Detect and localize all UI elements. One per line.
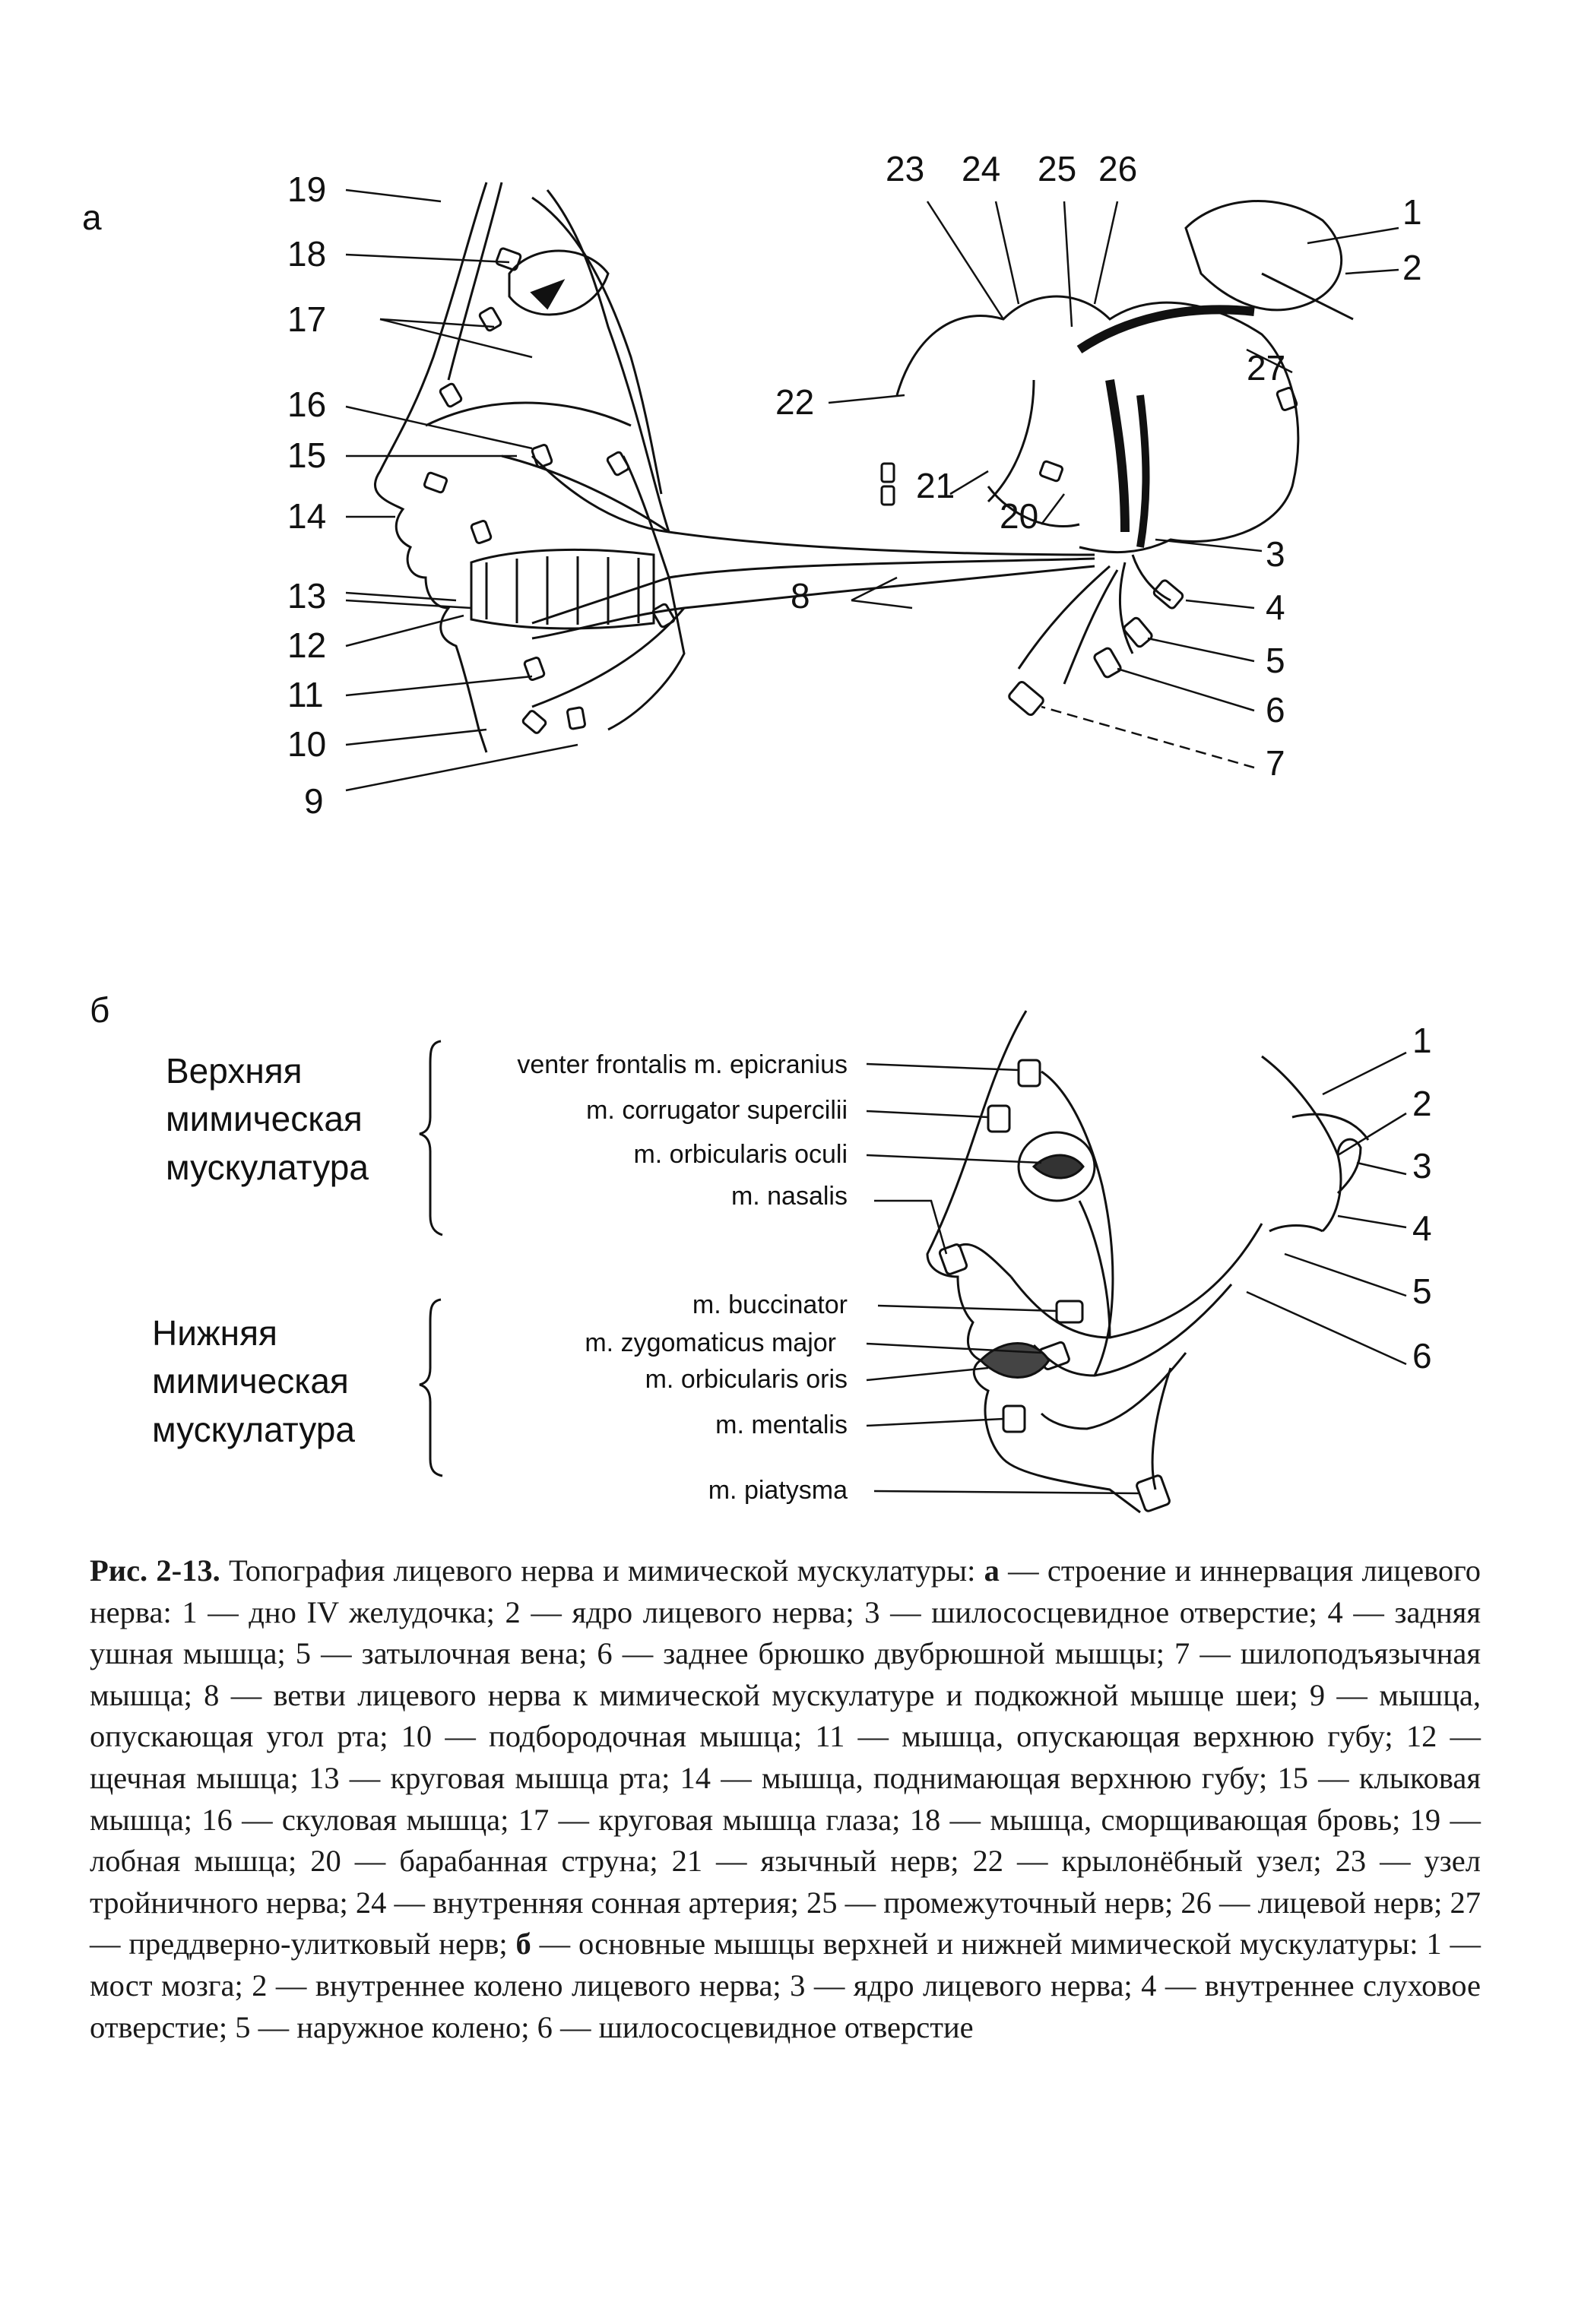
panel-a-middle-numbers: 22 21 20 8 (775, 382, 1038, 616)
label-9: 9 (304, 781, 324, 821)
label-19: 19 (287, 169, 326, 209)
panel-b-right-numbers: 1 2 3 4 5 6 (1412, 1021, 1432, 1376)
upper-muscle-list: venter frontalis m. epicranius m. corrug… (517, 1050, 848, 1211)
panel-a-label: а (82, 198, 102, 237)
label-14: 14 (287, 496, 326, 536)
label-7: 7 (1266, 743, 1285, 783)
svg-text:мускулатура: мускулатура (152, 1410, 355, 1449)
b-label-1: 1 (1412, 1021, 1432, 1060)
caption-title: Топография лицевого нерва и мимической м… (220, 1553, 984, 1588)
label-13: 13 (287, 576, 326, 616)
label-22: 22 (775, 382, 814, 422)
panel-b-label: б (90, 990, 109, 1030)
label-21: 21 (916, 466, 955, 505)
label-10: 10 (287, 724, 326, 764)
muscle-corrugator: m. corrugator supercilii (586, 1096, 848, 1125)
label-1: 1 (1402, 192, 1422, 232)
label-15: 15 (287, 435, 326, 475)
svg-text:мимическая: мимическая (166, 1099, 363, 1138)
label-4: 4 (1266, 587, 1285, 627)
caption-body-a: — строение и иннервация лицевого нерва: … (90, 1553, 1481, 1961)
label-5: 5 (1266, 641, 1285, 680)
label-18: 18 (287, 234, 326, 274)
muscle-orbicularis-oris: m. orbicularis oris (645, 1365, 848, 1394)
label-11: 11 (287, 675, 324, 714)
panel-a-face-drawing (374, 182, 1354, 753)
b-label-2: 2 (1412, 1084, 1432, 1123)
muscle-zygomaticus-major: m. zygomaticus major (585, 1328, 836, 1357)
panel-b-leader-lines (866, 1051, 1407, 1495)
label-16: 16 (287, 385, 326, 424)
muscle-mentalis: m. mentalis (715, 1411, 848, 1439)
label-20: 20 (1000, 496, 1038, 536)
label-6: 6 (1266, 690, 1285, 730)
lower-group-label: Нижняя мимическая мускулатура (152, 1313, 355, 1449)
panel-b-drawing (926, 1010, 1370, 1514)
caption-figure-number: Рис. 2-13. (90, 1553, 220, 1588)
figure-caption: Рис. 2-13. Топография лицевого нерва и м… (90, 1550, 1481, 2048)
svg-text:мимическая: мимическая (152, 1361, 349, 1401)
label-8: 8 (791, 576, 810, 616)
upper-group-label: Верхняя мимическая мускулатура (166, 1051, 369, 1187)
svg-text:Верхняя: Верхняя (166, 1051, 303, 1091)
panel-a-left-numbers: 19 18 17 16 15 14 13 12 11 10 9 (287, 169, 326, 821)
caption-body-b: — основные мышцы верхней и нижней мимиче… (90, 1927, 1481, 2044)
label-23: 23 (886, 149, 924, 188)
label-26: 26 (1098, 149, 1137, 188)
b-label-5: 5 (1412, 1271, 1432, 1311)
label-27: 27 (1247, 348, 1285, 388)
muscle-frontalis: venter frontalis m. epicranius (517, 1050, 848, 1079)
caption-marker-a: а (984, 1553, 1000, 1588)
muscle-nasalis: m. nasalis (731, 1182, 848, 1211)
muscle-platysma: m. piatysma (708, 1476, 848, 1505)
label-25: 25 (1038, 149, 1076, 188)
label-2: 2 (1402, 248, 1422, 287)
label-24: 24 (962, 149, 1000, 188)
caption-marker-b: б (515, 1927, 531, 1961)
panel-b-braces (419, 1040, 443, 1477)
label-17: 17 (287, 299, 326, 339)
panel-a-leader-lines (345, 188, 1399, 792)
muscle-buccinator: m. buccinator (692, 1290, 848, 1319)
lower-muscle-list: m. buccinator m. zygomaticus major m. or… (585, 1290, 848, 1505)
b-label-6: 6 (1412, 1336, 1432, 1376)
panel-a-right-numbers: 1 2 27 3 4 5 6 7 (1247, 192, 1422, 783)
b-label-4: 4 (1412, 1208, 1432, 1248)
label-12: 12 (287, 625, 326, 665)
muscle-orbicularis-oculi: m. orbicularis oculi (633, 1140, 848, 1169)
panel-a-top-numbers: 23 24 25 26 (886, 149, 1137, 188)
label-3: 3 (1266, 534, 1285, 574)
svg-text:мускулатура: мускулатура (166, 1148, 369, 1187)
svg-text:Нижняя: Нижняя (152, 1313, 277, 1353)
b-label-3: 3 (1412, 1146, 1432, 1186)
